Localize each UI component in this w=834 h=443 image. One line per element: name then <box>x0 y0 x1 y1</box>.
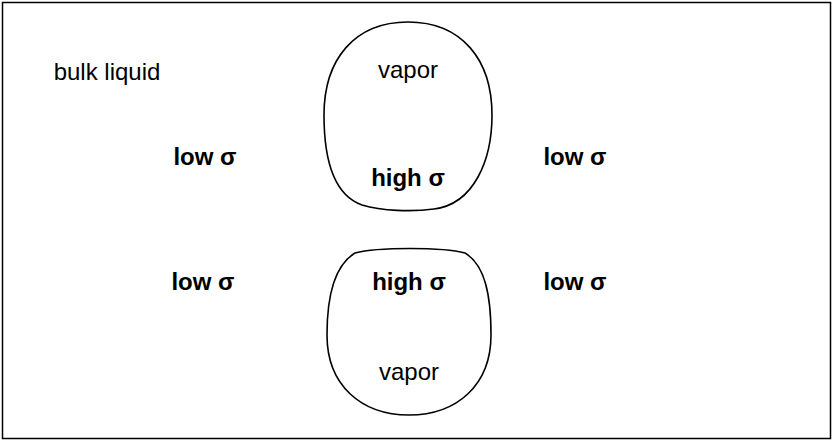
bubble-text: vapor <box>379 358 439 386</box>
tension-label: low σ <box>543 143 606 171</box>
tension-label: low σ <box>543 268 606 296</box>
bubble-text: high σ <box>371 164 445 192</box>
region-label: bulk liquid <box>54 58 161 86</box>
bubble-path <box>324 22 492 211</box>
tension-label: low σ <box>171 268 234 296</box>
vapor-bubble: vapor high σ <box>322 20 494 212</box>
vapor-bubble: high σ vapor <box>325 245 493 417</box>
frame-rect <box>3 3 831 439</box>
bubble-path <box>327 249 491 416</box>
tension-label: low σ <box>173 143 236 171</box>
bubble-text: high σ <box>372 268 446 296</box>
bubble-text: vapor <box>378 56 438 84</box>
